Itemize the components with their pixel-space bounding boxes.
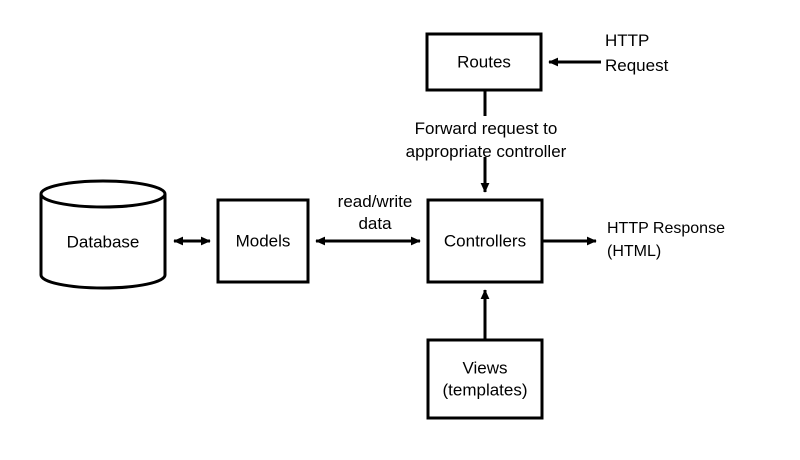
label-http-response-line1: HTTP Response <box>607 220 725 237</box>
label-forward-line2: appropriate controller <box>406 142 567 161</box>
node-views-label-line1: Views <box>462 358 507 377</box>
node-routes[interactable] <box>425 32 543 92</box>
database-cylinder-top <box>39 179 167 209</box>
node-controllers-label: Controllers <box>444 231 526 250</box>
node-views[interactable] <box>426 338 544 420</box>
label-readwrite-line2: data <box>358 214 392 233</box>
node-models[interactable] <box>216 198 310 284</box>
label-http-request-line2: Request <box>605 56 669 75</box>
node-database[interactable] <box>39 179 167 290</box>
node-routes-label: Routes <box>457 52 511 71</box>
node-database-label: Database <box>67 232 140 251</box>
label-forward-line1: Forward request to <box>415 119 558 138</box>
node-views-label-line2: (templates) <box>442 380 527 399</box>
label-readwrite-line1: read/write <box>338 192 413 211</box>
node-models-label: Models <box>236 231 291 250</box>
label-http-request-line1: HTTP <box>605 31 649 50</box>
node-controllers[interactable] <box>426 198 544 284</box>
label-http-response-line2: (HTML) <box>607 243 661 260</box>
database-cylinder-body <box>39 194 167 290</box>
